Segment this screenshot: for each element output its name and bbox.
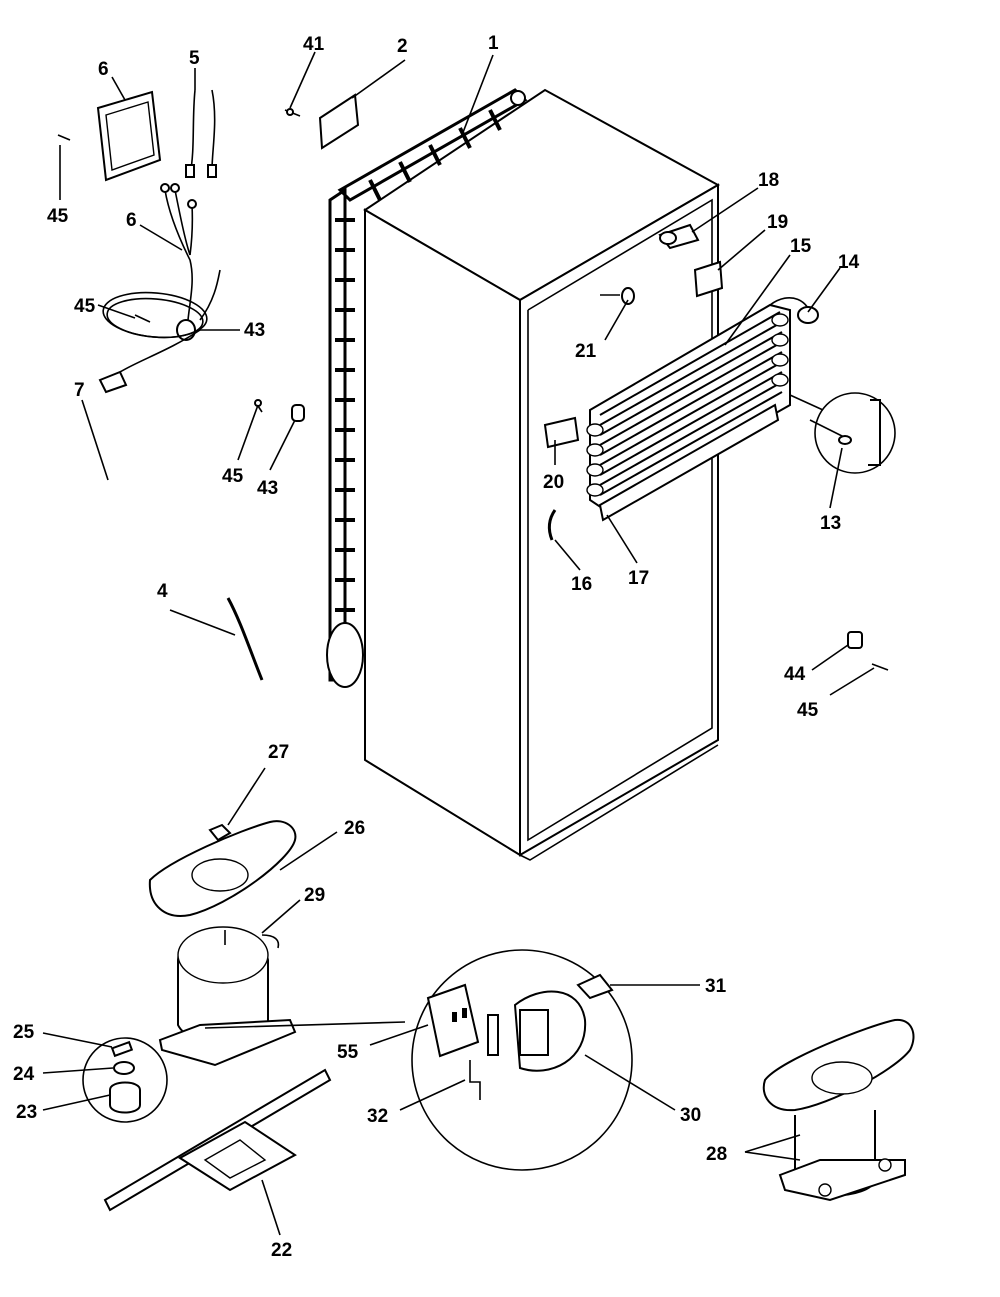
part-4-tube: [226, 597, 264, 681]
part-22-base-rail: [103, 1068, 332, 1212]
label-45-mid-left: 45: [74, 296, 96, 317]
label-15: 15: [790, 236, 812, 257]
label-30: 30: [680, 1105, 701, 1126]
relay-detail-circle: [411, 949, 633, 1171]
label-21: 21: [575, 341, 597, 362]
label-6-cover: 6: [98, 59, 109, 80]
label-27: 27: [268, 742, 289, 763]
label-6-harness: 6: [126, 210, 137, 231]
parts-23-25-detail: [82, 1037, 168, 1123]
label-17: 17: [628, 568, 649, 589]
part-45-screw-right: [871, 663, 889, 671]
label-4: 4: [157, 581, 168, 602]
label-25: 25: [13, 1022, 35, 1043]
label-16: 16: [571, 574, 592, 595]
part-45-screw-top-left: [57, 134, 71, 141]
label-19: 19: [767, 212, 788, 233]
part-45-screw-mid-left: [134, 314, 151, 323]
label-7: 7: [74, 380, 85, 401]
cabinet: [363, 88, 721, 861]
part-20-defrost-timer: [543, 416, 580, 449]
part-29-compressor: [158, 926, 297, 1067]
part-44-clip: [847, 631, 863, 649]
label-43-top: 43: [244, 320, 265, 341]
part-2-bracket: [318, 93, 360, 150]
label-22: 22: [271, 1240, 292, 1261]
label-31: 31: [705, 976, 727, 997]
part-41-screw: [284, 108, 301, 117]
label-55: 55: [337, 1042, 359, 1063]
label-29: 29: [304, 885, 325, 906]
label-41: 41: [303, 34, 325, 55]
label-1: 1: [488, 33, 499, 54]
label-2: 2: [397, 36, 408, 57]
evaporator-assembly: [586, 296, 819, 522]
part-27-grommet: [208, 823, 232, 842]
part-6-cover: [96, 90, 162, 182]
label-18: 18: [758, 170, 779, 191]
part-18-thermostat: [658, 223, 700, 250]
label-26: 26: [344, 818, 365, 839]
part-19-bracket: [693, 260, 724, 298]
label-13: 13: [820, 513, 841, 534]
part-28-compressor-alt: [762, 1018, 915, 1202]
callout-labels: 1 2 41 5 6 45 6 45 43 7 45 43 18 19 15 1…: [13, 33, 860, 1261]
part-7-power-cord: [98, 269, 221, 394]
label-45-top-left: 45: [47, 206, 69, 227]
part-26-drain-pan: [148, 820, 297, 917]
side-condenser-coil: [326, 88, 528, 688]
label-44: 44: [784, 664, 806, 685]
label-28: 28: [706, 1144, 727, 1165]
label-43-cord: 43: [257, 478, 278, 499]
part-13-detail: [789, 392, 896, 474]
label-24: 24: [13, 1064, 35, 1085]
part-5-wires: [185, 89, 217, 178]
part-21-clip: [600, 287, 635, 305]
label-14: 14: [838, 252, 860, 273]
label-45-right: 45: [797, 700, 819, 721]
label-23: 23: [16, 1102, 37, 1123]
part-6-harness: [160, 183, 197, 341]
part-43-clip-cord: [291, 404, 305, 422]
label-32: 32: [367, 1106, 388, 1127]
label-20: 20: [543, 472, 564, 493]
label-45-cord: 45: [222, 466, 244, 487]
part-16-sensor: [547, 509, 557, 541]
label-5: 5: [189, 48, 200, 69]
leader-lines: [42, 51, 875, 1236]
